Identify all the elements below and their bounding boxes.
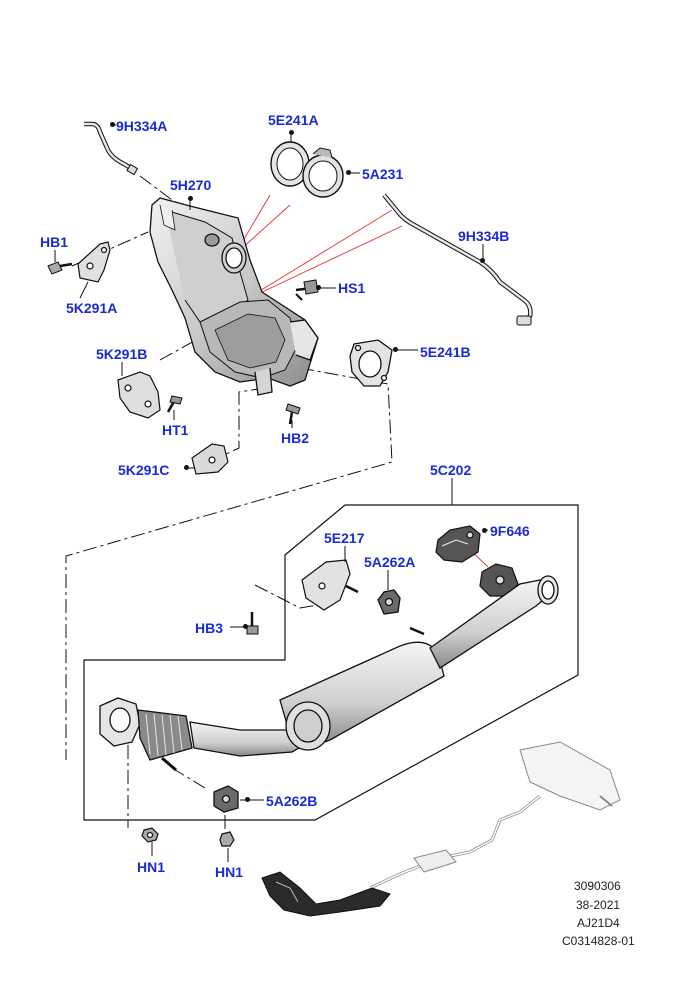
leader-dot-HB3 xyxy=(243,624,248,629)
stud-HS1 xyxy=(295,279,319,301)
label-5E217[interactable]: 5E217 xyxy=(324,530,365,546)
catalytic-converter-5H270 xyxy=(149,197,319,396)
label-5C202[interactable]: 5C202 xyxy=(430,462,472,478)
label-5K291A[interactable]: 5K291A xyxy=(66,300,118,316)
leader-dot-9H334A xyxy=(110,122,115,127)
label-5E241B[interactable]: 5E241B xyxy=(420,344,471,360)
label-5E241A[interactable]: 5E241A xyxy=(268,112,319,128)
leader-dot-5E241A xyxy=(289,130,294,135)
reference-code-1: 3090306 xyxy=(574,879,621,893)
bracket-5K291A xyxy=(77,241,111,283)
clamp-5A231 xyxy=(302,147,344,198)
rear-exhaust-5C202 xyxy=(99,575,559,772)
pipe-9H334A xyxy=(84,121,139,176)
leader-dot-9H334B xyxy=(480,258,485,263)
bolt-HB3 xyxy=(246,612,259,635)
gasket-5E241A xyxy=(270,141,310,187)
label-HS1[interactable]: HS1 xyxy=(338,280,366,296)
label-HB1[interactable]: HB1 xyxy=(40,234,69,250)
bolt-HB2 xyxy=(285,403,301,425)
label-HB2[interactable]: HB2 xyxy=(281,430,310,446)
leader-dot-5A262B xyxy=(245,797,250,802)
label-HN1-right[interactable]: HN1 xyxy=(215,864,244,880)
leader-dot-5A231 xyxy=(346,170,351,175)
bracket-5K291C xyxy=(191,443,229,475)
bolt-HB1 xyxy=(47,261,73,275)
callout-lines xyxy=(239,194,489,568)
label-HT1[interactable]: HT1 xyxy=(162,422,189,438)
leader-dot-5E241B xyxy=(393,347,398,352)
location-inset xyxy=(261,741,621,917)
label-5H270[interactable]: 5H270 xyxy=(170,177,212,193)
leader-dot-9F646 xyxy=(482,528,487,533)
nut-HN1-right xyxy=(219,831,235,847)
label-9H334A[interactable]: 9H334A xyxy=(116,118,168,134)
leader-dot-5H270 xyxy=(188,196,193,201)
label-5K291C[interactable]: 5K291C xyxy=(118,462,170,478)
reference-code-3: AJ21D4 xyxy=(577,916,620,930)
pipe-9H334B xyxy=(382,193,533,326)
sensor-9F646 xyxy=(435,525,519,597)
label-5A231[interactable]: 5A231 xyxy=(362,166,404,182)
bracket-5E217 xyxy=(301,559,359,611)
label-9H334B[interactable]: 9H334B xyxy=(458,228,510,244)
nut-HN1-left xyxy=(141,827,159,843)
reference-code-2: 38-2021 xyxy=(576,898,621,912)
gasket-5E241B xyxy=(349,339,393,387)
assembly-outline-5C202 xyxy=(83,504,579,821)
leader-dot-HS1 xyxy=(316,285,321,290)
bolt-HT1 xyxy=(166,395,183,413)
label-9F646[interactable]: 9F646 xyxy=(490,523,530,539)
label-HB3[interactable]: HB3 xyxy=(195,620,224,636)
reference-code-4: C0314828-01 xyxy=(562,934,635,948)
label-5A262B[interactable]: 5A262B xyxy=(266,793,318,809)
label-5A262A[interactable]: 5A262A xyxy=(364,554,416,570)
label-5K291B[interactable]: 5K291B xyxy=(96,346,148,362)
leader-dot-5K291C xyxy=(184,465,189,470)
label-HN1-left[interactable]: HN1 xyxy=(137,859,166,875)
bracket-5K291B xyxy=(117,371,161,419)
mount-5A262B xyxy=(213,785,239,813)
mount-5A262A xyxy=(377,589,401,615)
